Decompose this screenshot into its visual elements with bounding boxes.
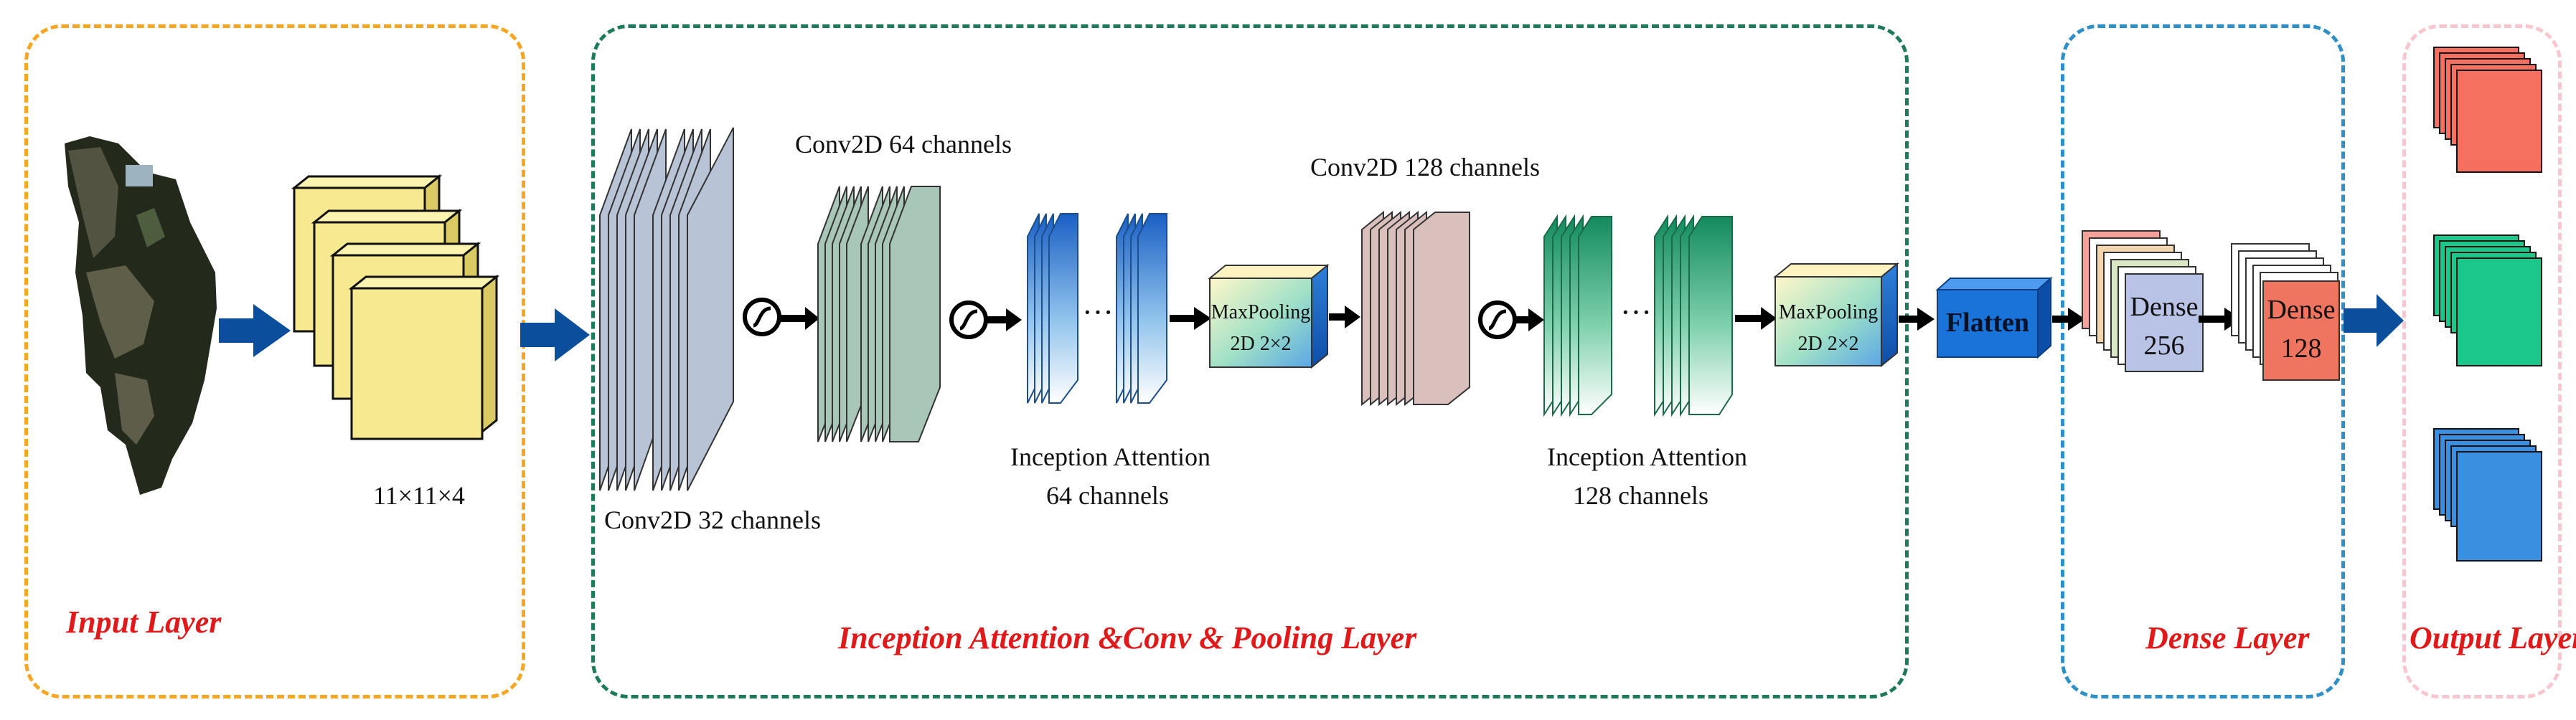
input-layer-panel <box>24 24 525 698</box>
maxpool-1-label-line1: MaxPooling <box>1211 301 1310 323</box>
activation-icon <box>949 300 988 339</box>
input-shape-label: 11×11×4 <box>373 481 465 510</box>
output-layer-title: Output Layer <box>2410 620 2576 655</box>
inception-layer-panel <box>591 24 1909 698</box>
ellipsis-128: ··· <box>1620 295 1652 330</box>
dense-128-label-line2: 128 <box>2281 333 2322 364</box>
maxpooling-1-block: MaxPooling 2D 2×2 <box>1208 263 1330 369</box>
input-arrow-1 <box>219 304 291 357</box>
output-red-stack <box>2433 47 2542 173</box>
arrow-black-4 <box>1329 305 1360 328</box>
arrow-black-1 <box>779 307 819 330</box>
inception-64-label-line1: Inception Attention <box>1010 442 1211 471</box>
dense-layer-panel <box>2061 24 2345 698</box>
dense-128-block: Dense 128 <box>2231 243 2340 381</box>
activation-icon <box>1478 300 1517 339</box>
output-layer-panel <box>2402 24 2562 698</box>
dense-layer-title: Dense Layer <box>2145 620 2310 655</box>
dense-256-label-line2: 256 <box>2144 331 2185 361</box>
conv2d-32-block <box>599 127 734 491</box>
maxpool-2-label-line2: 2D 2×2 <box>1797 333 1858 355</box>
input-layer-title: Input Layer <box>66 605 222 640</box>
flatten-label: Flatten <box>1946 308 2029 338</box>
satellite-image <box>65 136 217 495</box>
conv2d-32-label: Conv2D 32 channels <box>604 506 821 534</box>
ellipsis-64: ··· <box>1082 295 1114 330</box>
maxpooling-2-block: MaxPooling 2D 2×2 <box>1773 262 1899 368</box>
output-blue-stack <box>2433 428 2542 562</box>
conv2d-128-block <box>1361 210 1470 407</box>
inception-64-label-line2: 64 channels <box>1046 481 1169 510</box>
dense-128-label-line1: Dense <box>2267 295 2336 325</box>
input-arrow-2 <box>520 308 590 361</box>
input-tensor-stack <box>291 174 500 440</box>
activation-icon <box>743 298 781 336</box>
conv2d-64-label: Conv2D 64 channels <box>795 130 1012 158</box>
dense-output-arrow <box>2344 294 2404 347</box>
inception-layer-title: Inception Attention &Conv & Pooling Laye… <box>838 620 1417 655</box>
inception-attention-128-block <box>1543 214 1733 417</box>
inception-attention-64-block <box>1027 213 1167 404</box>
arrow-black-6 <box>1735 307 1777 330</box>
maxpool-1-label-line2: 2D 2×2 <box>1230 333 1291 355</box>
dense-256-label-line1: Dense <box>2130 292 2199 322</box>
flatten-block: Flatten <box>1935 276 2053 359</box>
arrow-black-8 <box>2052 308 2085 331</box>
arrow-black-5 <box>1514 308 1544 331</box>
conv2d-128-label: Conv2D 128 channels <box>1310 153 1540 181</box>
arrow-black-2 <box>986 308 1022 331</box>
inception-128-label-line1: Inception Attention <box>1547 442 1747 471</box>
output-green-stack <box>2433 235 2542 366</box>
inception-128-label-line2: 128 channels <box>1573 481 1708 510</box>
dense-256-block: Dense 256 <box>2082 230 2204 372</box>
conv2d-64-block <box>817 186 941 442</box>
arrow-black-3 <box>1170 307 1211 330</box>
maxpool-2-label-line1: MaxPooling <box>1779 301 1878 323</box>
arrow-black-7 <box>1899 308 1935 331</box>
